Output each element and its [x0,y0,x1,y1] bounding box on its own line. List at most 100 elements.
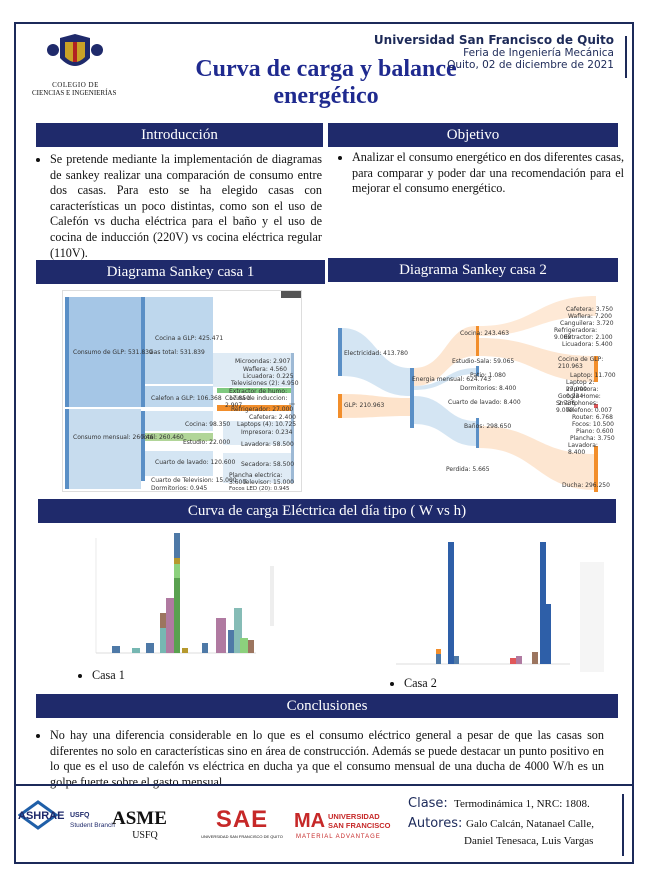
sankey2-label-17: Laptop: 11.700 [570,372,616,379]
case2-label: Casa 2 [404,676,490,692]
sankey1-label-14: Televisiones (2): 4.950 [231,380,299,387]
sankey2-label-25: Piano: 0.600 [576,428,614,435]
sankey2-label-16: Cocina de GLP: 210.963 [558,356,604,370]
sankey2-label-28: Ducha: 296.250 [562,482,610,489]
sankey2-label-4: Estudio-Sala: 59.065 [452,358,515,365]
case1-label: Casa 1 [92,668,178,684]
sankey2-label-18: Laptop 2: 27.000 [566,379,595,393]
sankey2-label-3: Cocina: 243.463 [460,330,510,337]
sankey1-label-12: Waflera: 4.560 [243,366,287,373]
ashrae-mark-icon [17,800,59,830]
sae-text: SAE [215,806,269,833]
ashrae-logo: ASHRAE USFQ Student Branch [17,800,115,852]
sankey2-label-27: Lavadora: 8.400 [568,442,598,456]
objective-text-block: Analizar el consumo energético en dos di… [338,150,624,197]
footer-divider [16,784,632,786]
header-divider [625,36,627,78]
case2-label-block: Casa 2 [390,676,490,692]
sankey2-label-0: Electricidad: 413.780 [344,350,408,357]
load-curve-house2-svg [396,542,604,672]
footer-vline [622,794,624,856]
case1-label-block: Casa 1 [78,668,178,684]
conclusions-text-block: No hay una diferencia considerable en lo… [36,728,604,790]
ma-line2: SAN FRANCISCO [328,821,391,830]
sankey1-label-23: Plancha electrica: 3.600 [229,472,283,486]
sankey1-label-4: Consumo mensual: 260.46 [73,434,154,441]
event-name: Feria de Ingeniería Mecánica [463,47,614,59]
sankey2-label-1: GLP: 210.963 [344,402,385,409]
sankey2-label-23: Router: 6.768 [572,414,613,421]
sankey1-label-0: Consumo de GLP: 531.839 [73,349,153,356]
ashrae-sub1: USFQ [70,812,90,819]
sankey2-label-21: Smartphones: 9.000 [556,400,599,414]
university-block: Universidad San Francisco de Quito Feria… [374,33,614,71]
sankey2-label-2: Energia mensual: 624.743 [412,376,492,383]
sankey2-title: Diagrama Sankey casa 2 [328,258,618,282]
sankey1-label-11: Microondas: 2.907 [235,358,291,365]
asme-text: ASME [112,808,167,829]
sankey2-label-5: Patio: 1.080 [470,372,506,379]
curve-title: Curva de carga Eléctrica del día tipo ( … [38,499,616,523]
autores-line2: Daniel Tenesaca, Luis Vargas [464,835,594,847]
sankey2-diagram: Electricidad: 413.780 GLP: 210.963 Energ… [336,286,616,498]
autores-line1: Galo Calcán, Natanael Calle, [466,818,594,830]
objective-title: Objetivo [328,123,618,147]
sankey2-label-15: Licuadora: 5.400 [562,341,613,348]
sankey1-label-9: Cuarto de Television: 15.000 [151,477,237,484]
college-logo-line1: COLEGIO DE [52,81,99,89]
ma-line1: UNIVERSIDAD [328,812,380,821]
sankey1-label-25: Focos LED (20): 0.945 [229,486,290,492]
sankey1-label-22: Secadora: 58.500 [241,461,295,468]
sankey1-label-16: Cocina de induccion: 2.907 [225,395,288,409]
crest-icon [47,34,103,66]
sankey1-label-10: Dormitorios: 0.945 [151,485,208,492]
sankey1-label-17: Refrigerador: 27.000 [231,406,294,413]
sankey1-title: Diagrama Sankey casa 1 [36,260,325,284]
sankey1-label-20: Impresora: 0.234 [241,429,293,436]
sankey1-label-7: Estudio: 22.000 [183,439,231,446]
sankey2-label-11: Waflera: 7.200 [568,313,612,320]
sankey1-label-5: Total: 260.460 [141,434,184,441]
conclusions-text: No hay una diferencia considerable en lo… [50,728,604,790]
sankey2-label-12: Canguilera: 3.720 [560,320,614,327]
sankey1-label-21: Lavadora: 58.500 [241,441,294,448]
sankey2-label-22: Telefono: 0.007 [566,407,613,414]
ma-logo: MA UNIVERSIDAD SAN FRANCISCO MATERIAL AD… [294,810,404,850]
intro-text: Se pretende mediante la implementación d… [50,152,322,261]
sankey1-label-18: Cafetera: 2.400 [249,414,296,421]
load-curve-house1-svg [95,533,274,654]
sankey1-svg [65,291,301,489]
asme-logo: ASME USFQ [112,808,178,852]
ma-line3: MATERIAL ADVANTAGE [296,834,381,840]
university-name: Universidad San Francisco de Quito [373,33,614,47]
sae-sub: UNIVERSIDAD SAN FRANCISCO DE QUITO [201,834,283,839]
sankey2-label-10: Cafetera: 3.750 [566,306,613,313]
ma-text: MA [294,810,326,832]
sankey1-label-1: Cocina a GLP: 425.471 [155,335,224,342]
clase-label: Clase: [408,796,448,811]
college-logo: COLEGIO DE CIENCIAS E INGENIERÍAS [32,32,116,102]
sankey1-label-15: Extractor de humo: 17.850 [229,388,288,402]
clase-value: Termodinámica 1, NRC: 1808. [454,798,590,810]
event-date: Quito, 02 de diciembre de 2021 [447,59,614,71]
sankey2-label-9: Perdida: 5.665 [446,466,490,473]
sankey2-label-13: Refrigeradora: 9.000 [554,327,598,341]
sankey1-label-6: Cocina: 98.350 [185,421,231,428]
sankey1-diagram: Consumo de GLP: 531.839 Cocina a GLP: 42… [62,290,302,492]
sankey2-svg [338,296,598,492]
ashrae-sub2: Student Branch [70,822,115,829]
sankey2-label-20: Google Home: 2.736 [558,393,601,407]
sankey2-label-19: Impresora: 0.234 [566,386,599,400]
asme-sub: USFQ [132,830,158,841]
sankey1-label-2: Gas total: 531.839 [149,349,205,356]
sankey1-label-13: Licuadora: 0.225 [243,373,294,380]
sankey2-label-26: Plancha: 3.750 [570,435,615,442]
college-logo-line2: CIENCIAS E INGENIERÍAS [32,89,117,97]
intro-text-block: Se pretende mediante la implementación d… [36,152,322,261]
sankey2-label-8: Baños: 298.650 [464,423,512,430]
sankey1-label-3: Calefon a GLP: 106.368 [151,395,222,402]
load-curve-house2 [380,524,610,684]
conclusions-title: Conclusiones [36,694,618,718]
intro-title: Introducción [36,123,323,147]
sankey2-label-7: Cuarto de lavado: 8.400 [448,399,521,406]
